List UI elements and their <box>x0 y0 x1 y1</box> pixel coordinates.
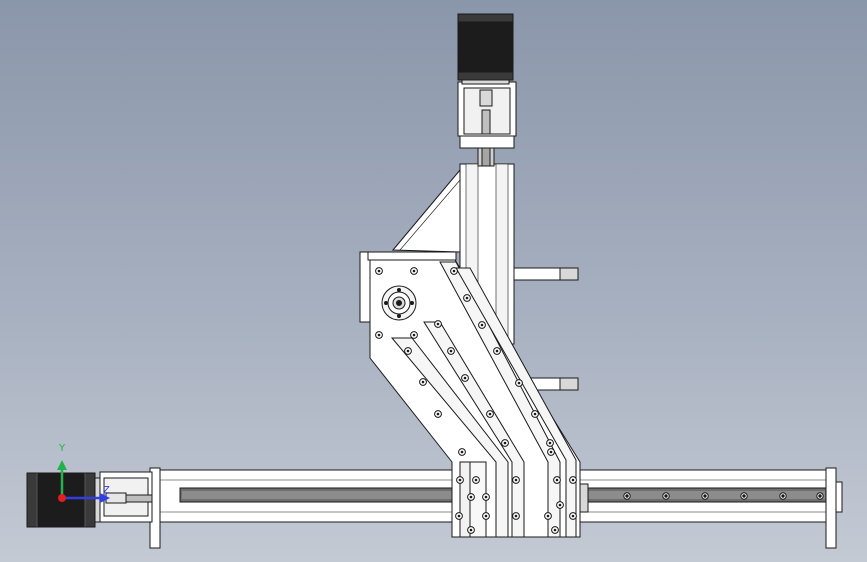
bolt-center <box>460 450 464 454</box>
bolt-center <box>514 514 518 518</box>
bolt-center <box>571 478 575 482</box>
bolt-center <box>436 412 440 416</box>
bolt-center <box>474 478 478 482</box>
bolt-center <box>548 441 552 445</box>
bolt-center <box>553 528 557 532</box>
bolt-center <box>421 380 425 384</box>
triad-y-label: Y <box>59 443 66 454</box>
bolt-center <box>436 322 440 326</box>
bolt-center <box>503 441 507 445</box>
bolt-center <box>377 333 381 337</box>
bolt-center <box>533 412 537 416</box>
bolt-center <box>412 333 416 337</box>
bolt-center <box>549 450 553 454</box>
bolt-center <box>457 514 461 518</box>
coordinate-triad <box>57 460 110 503</box>
bolt-center <box>555 478 559 482</box>
bolt-center <box>469 528 473 532</box>
bolt-center <box>469 495 473 499</box>
bolt-center <box>463 376 467 380</box>
bolt-center <box>377 269 381 273</box>
bolt-center <box>412 269 416 273</box>
triad-z-label: Z <box>103 485 110 496</box>
bolt-center <box>465 296 469 300</box>
z-axis-stepper-motor <box>457 13 514 85</box>
bolt-center <box>452 269 456 273</box>
bolt-center <box>571 514 575 518</box>
bolt-center <box>406 349 410 353</box>
bolt-center <box>484 495 488 499</box>
bolt-center <box>517 381 521 385</box>
bolt-center <box>488 412 492 416</box>
gantry-carriage-plates <box>359 251 581 538</box>
bolt-center <box>480 323 484 327</box>
carriage-bolts <box>375 267 577 534</box>
bolt-center <box>495 349 499 353</box>
bolt-center <box>449 349 453 353</box>
bolt-center <box>514 478 518 482</box>
bolt-center <box>484 514 488 518</box>
bolt-center <box>558 503 562 507</box>
bolt-center <box>546 514 550 518</box>
bolt-center <box>458 478 462 482</box>
